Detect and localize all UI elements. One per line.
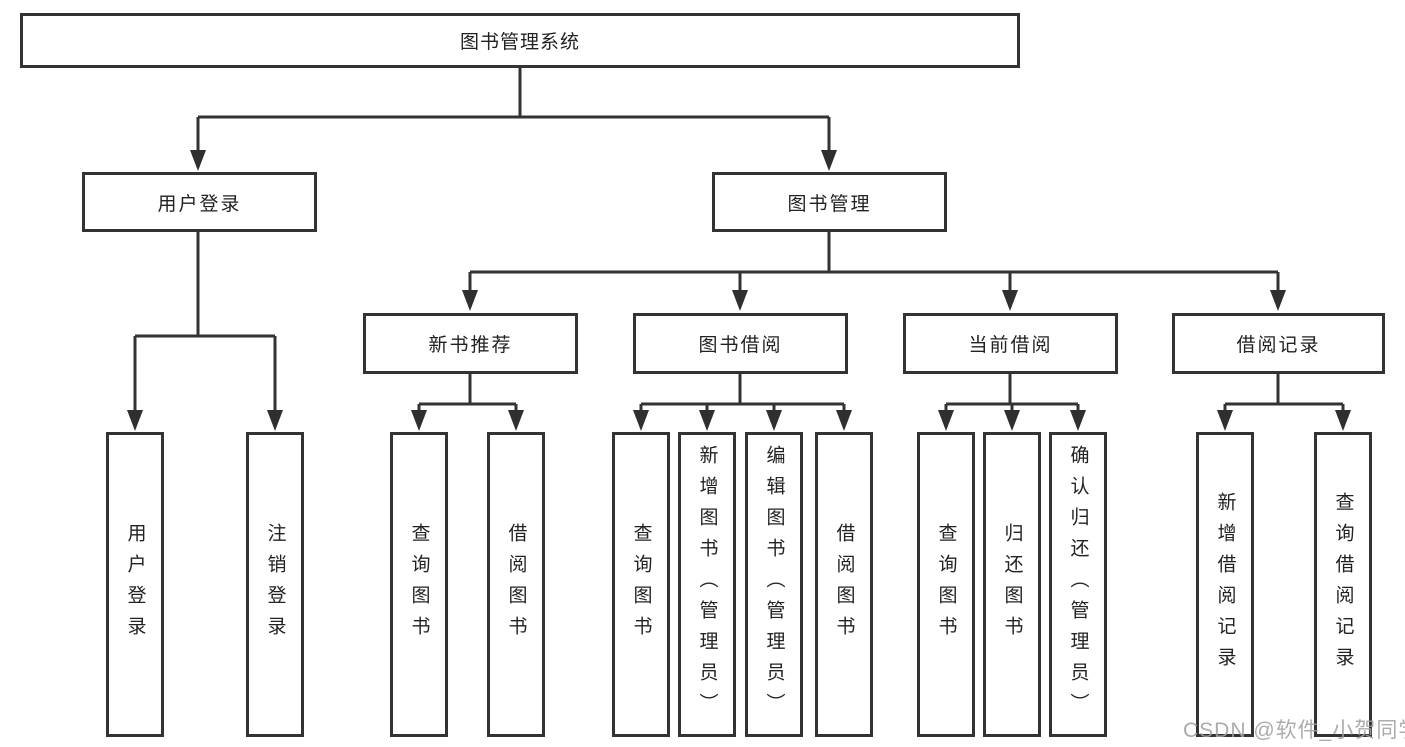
leaf-current-query-books: 查询图书 — [917, 432, 975, 737]
leaf-borrow-borrow-books: 借阅图书 — [815, 432, 873, 737]
leaf-borrow-query-books: 查询图书 — [612, 432, 670, 737]
leaf-label: 用户登录 — [124, 522, 146, 647]
leaf-label: 新增图书（管理员） — [696, 445, 718, 724]
leaf-label: 查询图书 — [935, 522, 957, 647]
leaf-newbook-query-books: 查询图书 — [390, 432, 448, 737]
leaf-label: 编辑图书（管理员） — [763, 445, 785, 724]
leaf-label: 借阅图书 — [505, 522, 527, 647]
node-current-borrowing: 当前借阅 — [903, 313, 1118, 374]
node-new-book-recommendation: 新书推荐 — [363, 313, 578, 374]
leaf-label: 归还图书 — [1001, 522, 1023, 647]
leaf-add-books-admin: 新增图书（管理员） — [678, 432, 736, 737]
leaf-label: 借阅图书 — [833, 522, 855, 647]
leaf-logout: 注销登录 — [246, 432, 304, 737]
node-borrowing-records: 借阅记录 — [1172, 313, 1385, 374]
node-book-management: 图书管理 — [712, 172, 947, 232]
watermark: CSDN @软件_小贺同学 — [1183, 719, 1405, 742]
leaf-label: 注销登录 — [264, 522, 286, 647]
leaf-confirm-return-admin: 确认归还（管理员） — [1049, 432, 1107, 737]
leaf-label: 确认归还（管理员） — [1067, 445, 1089, 724]
leaf-label: 查询图书 — [630, 522, 652, 647]
node-user-login: 用户登录 — [82, 172, 317, 232]
leaf-newbook-borrow-books: 借阅图书 — [487, 432, 545, 737]
arrowheads — [127, 150, 1351, 431]
leaf-add-borrow-record: 新增借阅记录 — [1196, 432, 1254, 737]
node-library-management-system: 图书管理系统 — [20, 13, 1020, 68]
leaf-label: 查询借阅记录 — [1332, 491, 1354, 678]
leaf-user-login: 用户登录 — [106, 432, 164, 737]
node-book-borrowing: 图书借阅 — [633, 313, 848, 374]
leaf-return-books: 归还图书 — [983, 432, 1041, 737]
leaf-label: 新增借阅记录 — [1214, 491, 1236, 678]
leaf-edit-books-admin: 编辑图书（管理员） — [745, 432, 803, 737]
leaf-label: 查询图书 — [408, 522, 430, 647]
leaf-query-borrow-record: 查询借阅记录 — [1314, 432, 1372, 737]
